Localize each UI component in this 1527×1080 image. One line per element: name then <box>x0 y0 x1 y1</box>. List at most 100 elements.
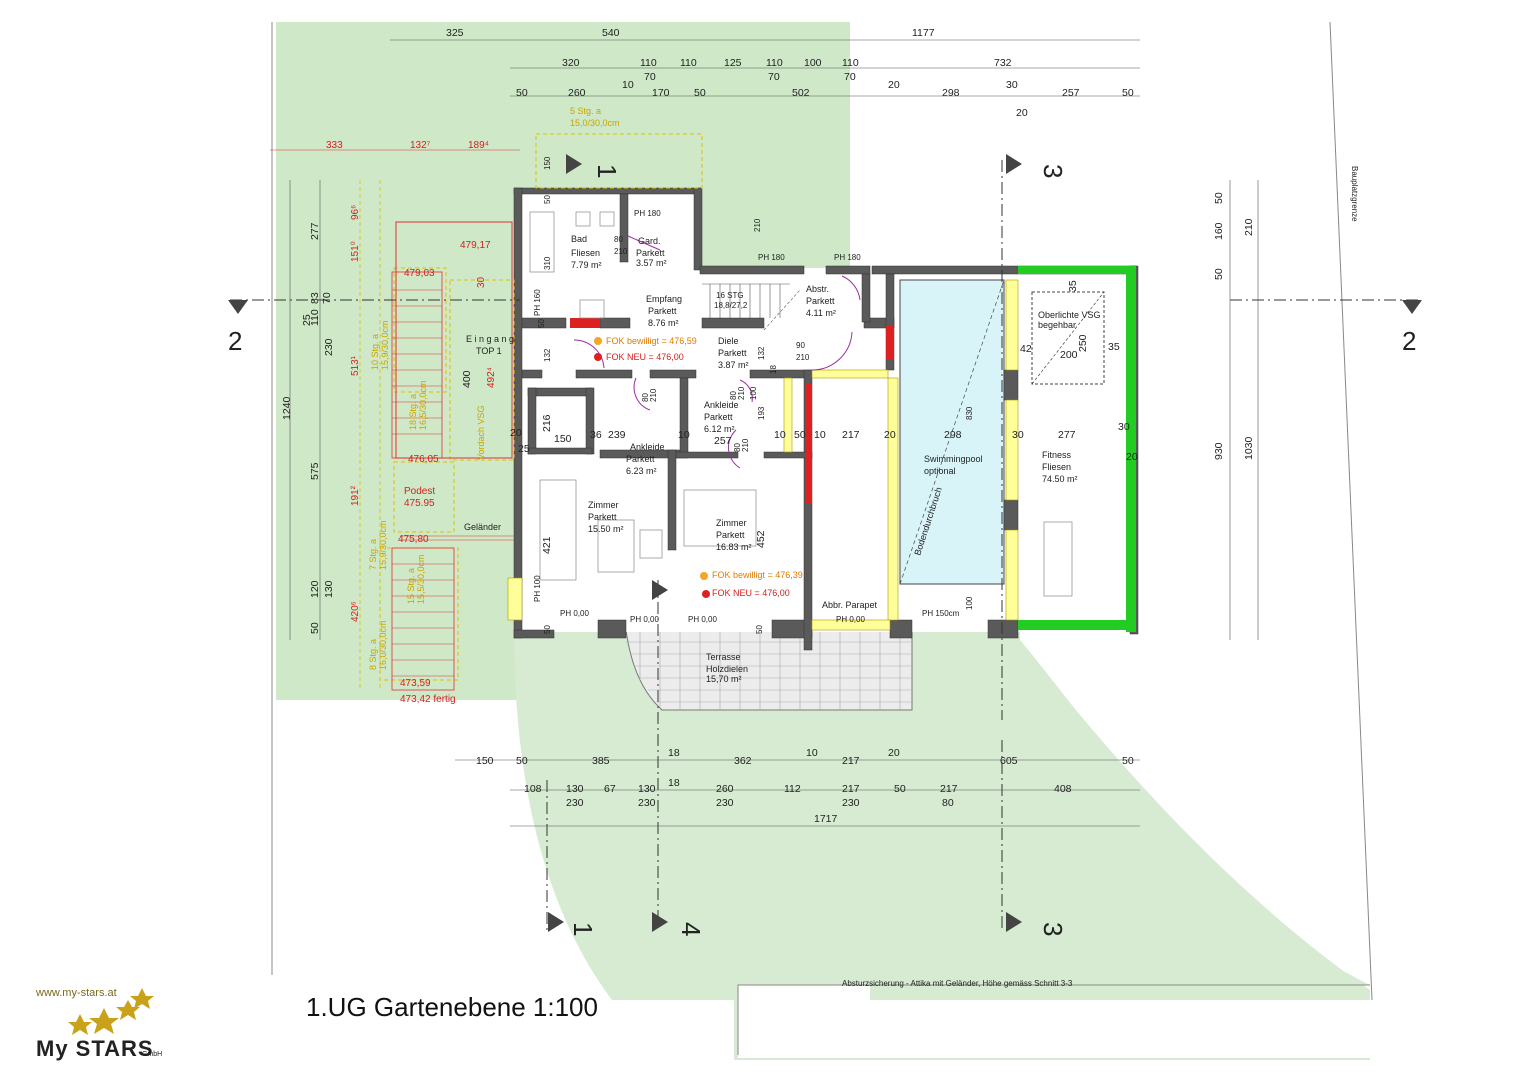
svg-text:50: 50 <box>1213 268 1225 280</box>
svg-text:20: 20 <box>888 747 900 759</box>
svg-text:930: 930 <box>1213 442 1225 460</box>
svg-text:30: 30 <box>1118 421 1130 433</box>
star-icon <box>116 1000 140 1020</box>
svg-text:30: 30 <box>1012 429 1024 441</box>
svg-text:50: 50 <box>309 622 321 634</box>
svg-text:70: 70 <box>768 71 780 83</box>
svg-text:320: 320 <box>562 57 580 69</box>
svg-text:Fliesen: Fliesen <box>571 248 600 258</box>
svg-text:50: 50 <box>755 625 764 634</box>
svg-text:210: 210 <box>1243 218 1255 236</box>
svg-text:257: 257 <box>714 435 732 447</box>
svg-text:10: 10 <box>678 429 690 441</box>
doors <box>573 235 861 469</box>
terrace-paving <box>625 629 913 711</box>
svg-text:PH 150cm: PH 150cm <box>922 609 960 618</box>
svg-text:30: 30 <box>1006 79 1018 91</box>
svg-text:10: 10 <box>774 429 786 441</box>
svg-text:479,03: 479,03 <box>404 268 435 279</box>
svg-text:160: 160 <box>1213 222 1225 240</box>
svg-text:E i n g a n g: E i n g a n g <box>466 334 514 344</box>
svg-text:67: 67 <box>604 783 616 795</box>
svg-text:108: 108 <box>524 783 542 795</box>
svg-text:Ankleide: Ankleide <box>704 400 739 410</box>
svg-text:FOK bewilligt = 476,39: FOK bewilligt = 476,39 <box>712 570 803 580</box>
svg-text:125: 125 <box>724 57 742 69</box>
ph-labels: PH 180 PH 180 PH 180 PH 160 PH 100 PH 0,… <box>533 209 960 624</box>
svg-text:605: 605 <box>1000 755 1018 767</box>
svg-text:6.23 m²: 6.23 m² <box>626 466 657 476</box>
svg-text:25: 25 <box>518 443 530 455</box>
svg-text:1240: 1240 <box>281 396 293 420</box>
level-marker-icon <box>702 590 710 598</box>
svg-text:PH 160: PH 160 <box>533 289 542 316</box>
svg-text:189⁴: 189⁴ <box>468 140 489 151</box>
property-boundary <box>271 21 1373 1055</box>
svg-text:10: 10 <box>814 429 826 441</box>
svg-text:optional: optional <box>924 466 956 476</box>
svg-text:298: 298 <box>942 87 960 99</box>
svg-text:70: 70 <box>644 71 656 83</box>
svg-text:4: 4 <box>676 922 706 936</box>
svg-text:Abstr.: Abstr. <box>806 284 829 294</box>
svg-text:My STARS: My STARS <box>36 1036 154 1061</box>
svg-text:10 Stg. a: 10 Stg. a <box>370 334 380 370</box>
svg-text:210: 210 <box>737 386 746 400</box>
svg-text:PH 0,00: PH 0,00 <box>560 609 589 618</box>
svg-text:2: 2 <box>1402 326 1416 356</box>
svg-text:18: 18 <box>668 777 680 789</box>
svg-text:5 Stg. a: 5 Stg. a <box>570 106 601 116</box>
dims-right: 930 1030 210 160 50 50 Bauplatzgrenze <box>1213 166 1359 460</box>
svg-text:15,9/30,0cm: 15,9/30,0cm <box>380 320 390 370</box>
svg-text:35: 35 <box>1108 341 1120 353</box>
svg-text:362: 362 <box>734 755 752 767</box>
svg-text:15,0/30,0cm: 15,0/30,0cm <box>570 118 620 128</box>
svg-text:Vordach VSG: Vordach VSG <box>476 405 486 460</box>
svg-text:7.79 m²: 7.79 m² <box>571 260 602 270</box>
svg-text:8 Stg. a: 8 Stg. a <box>368 639 378 670</box>
svg-text:18: 18 <box>769 365 778 374</box>
svg-text:132⁷: 132⁷ <box>410 140 431 151</box>
svg-text:3.87 m²: 3.87 m² <box>718 360 749 370</box>
svg-text:Bad: Bad <box>571 234 587 244</box>
svg-text:475,80: 475,80 <box>398 534 429 545</box>
svg-text:Abbr. Parapet: Abbr. Parapet <box>822 600 878 610</box>
svg-text:FOK NEU = 476,00: FOK NEU = 476,00 <box>712 588 790 598</box>
svg-text:Fliesen: Fliesen <box>1042 462 1071 472</box>
svg-text:132: 132 <box>543 348 552 362</box>
svg-text:50: 50 <box>537 319 546 328</box>
svg-text:217: 217 <box>842 429 860 441</box>
svg-text:210: 210 <box>614 247 628 256</box>
svg-text:420⁶: 420⁶ <box>350 601 361 622</box>
svg-text:18 Stg. a: 18 Stg. a <box>408 394 418 430</box>
dimension-lines <box>289 39 1259 827</box>
svg-text:70: 70 <box>844 71 856 83</box>
svg-text:112: 112 <box>784 783 801 795</box>
svg-text:Parkett: Parkett <box>648 306 677 316</box>
svg-text:50: 50 <box>694 87 706 99</box>
accent-walls <box>507 266 1136 632</box>
svg-text:1030: 1030 <box>1243 436 1255 460</box>
svg-text:1: 1 <box>568 922 598 936</box>
svg-text:100: 100 <box>804 57 822 69</box>
section-labels: 2 2 3 3 1 1 4 <box>228 164 1416 936</box>
svg-text:100: 100 <box>749 386 758 400</box>
svg-text:50: 50 <box>543 195 552 204</box>
svg-text:16,5/30,0cm: 16,5/30,0cm <box>418 380 428 430</box>
svg-text:230: 230 <box>716 797 734 809</box>
svg-text:50: 50 <box>516 755 528 767</box>
svg-text:42: 42 <box>1020 343 1032 355</box>
svg-text:400: 400 <box>461 370 473 388</box>
level-marker-icon <box>594 337 602 345</box>
svg-text:298: 298 <box>944 429 962 441</box>
svg-text:PH 180: PH 180 <box>834 253 861 262</box>
svg-text:50: 50 <box>894 783 906 795</box>
svg-text:277: 277 <box>309 222 321 240</box>
svg-text:110: 110 <box>640 57 657 69</box>
svg-text:Geländer: Geländer <box>464 522 501 532</box>
svg-text:250: 250 <box>1077 334 1089 352</box>
svg-text:Diele: Diele <box>718 336 739 346</box>
svg-text:10: 10 <box>806 747 818 759</box>
svg-text:80: 80 <box>641 393 650 402</box>
